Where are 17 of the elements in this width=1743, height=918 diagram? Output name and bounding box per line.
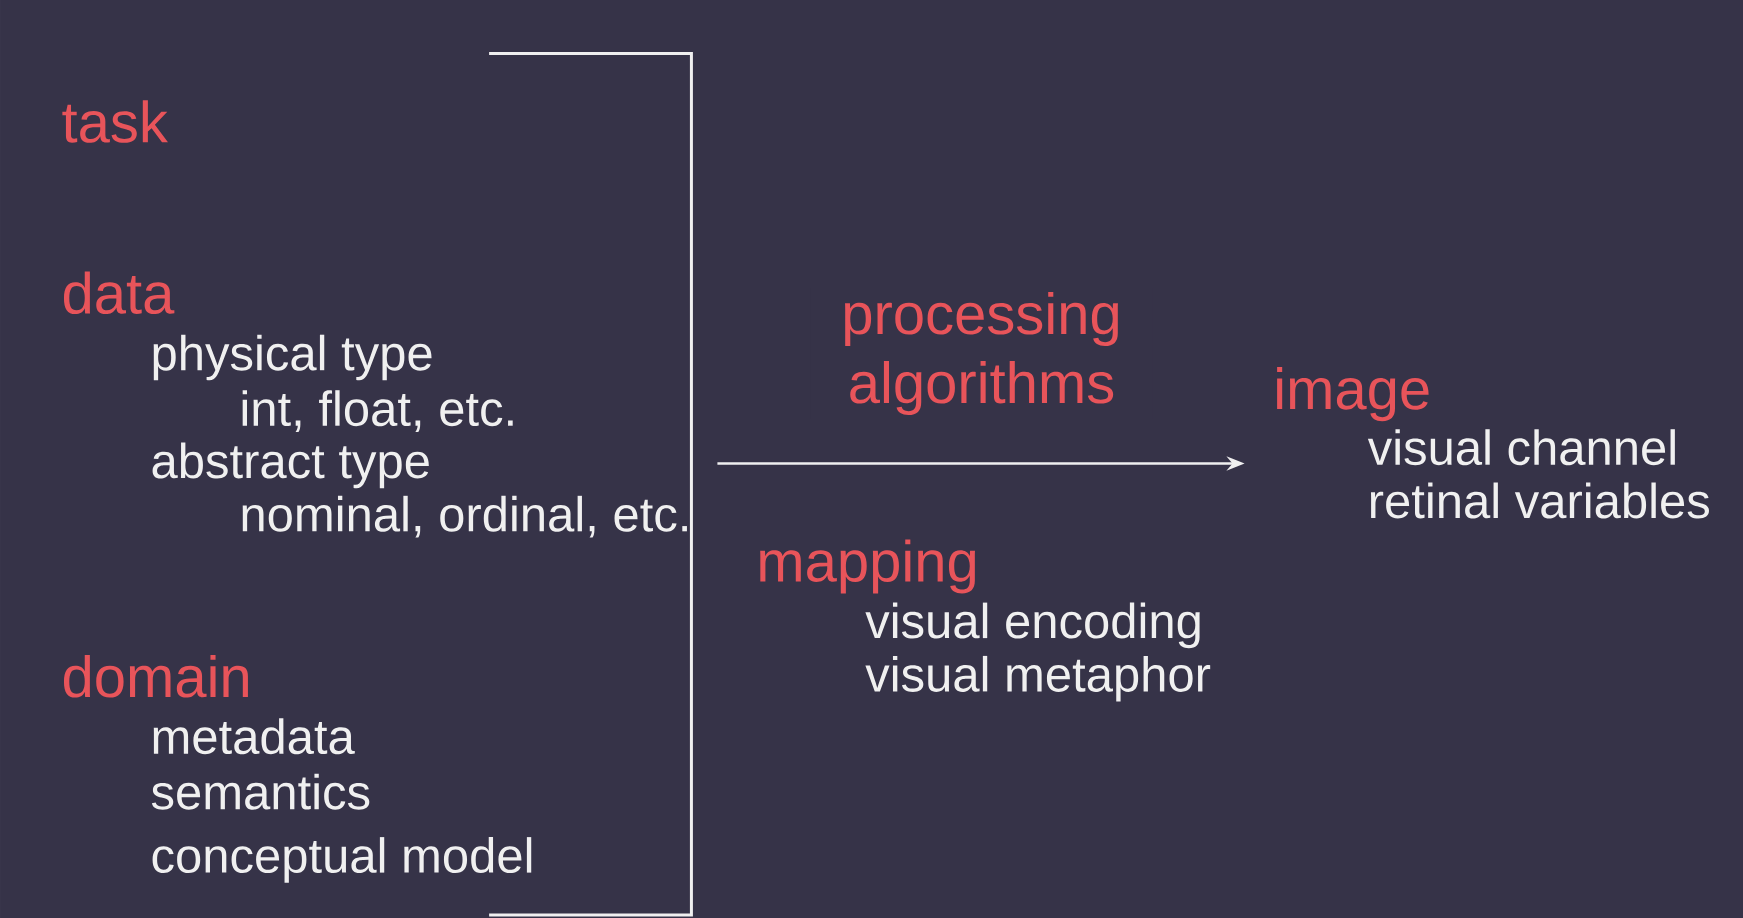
- item-text: metadata: [153, 718, 355, 755]
- item-text: int, float, etc.: [242, 390, 513, 432]
- item-text: conceptual model: [152, 837, 532, 883]
- item-text: abstract type: [152, 442, 429, 489]
- item-text: semantics: [151, 773, 370, 810]
- heading: mapping: [760, 539, 975, 594]
- item-text: physical type: [153, 334, 432, 381]
- item-text: visual channel: [1367, 429, 1675, 466]
- item-text: visual encoding: [865, 602, 1200, 649]
- heading: task: [62, 100, 168, 143]
- heading: image: [1277, 367, 1429, 422]
- item-text: visual metaphor: [865, 655, 1211, 702]
- heading: domain: [63, 655, 248, 698]
- item-text: nominal, ordinal, etc.: [242, 495, 687, 538]
- edge-label: processing algorithms: [810, 288, 1153, 420]
- item-text: retinal variables: [1371, 482, 1709, 519]
- heading: data: [63, 271, 175, 315]
